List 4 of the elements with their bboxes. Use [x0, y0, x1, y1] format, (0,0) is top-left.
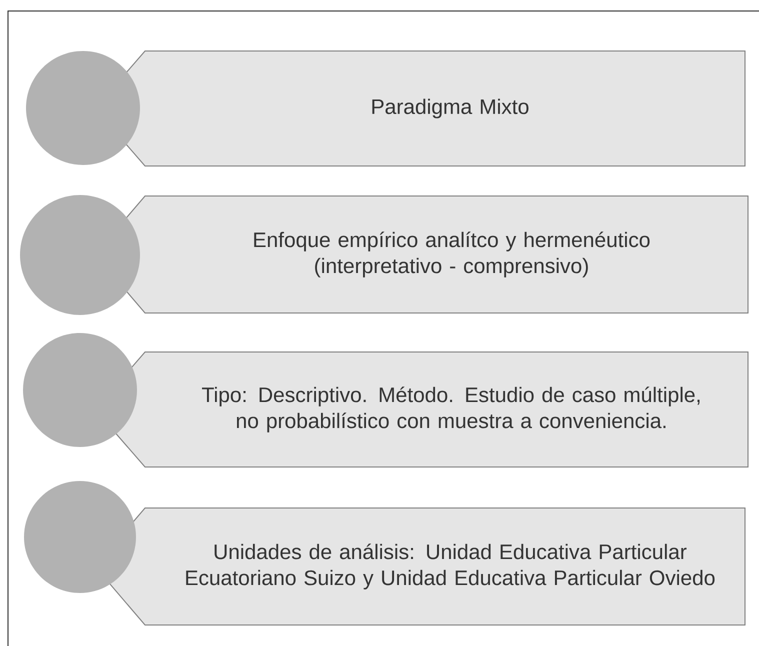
- circle: [24, 481, 136, 593]
- circle: [26, 51, 140, 165]
- circle: [20, 195, 140, 315]
- circle: [23, 333, 137, 447]
